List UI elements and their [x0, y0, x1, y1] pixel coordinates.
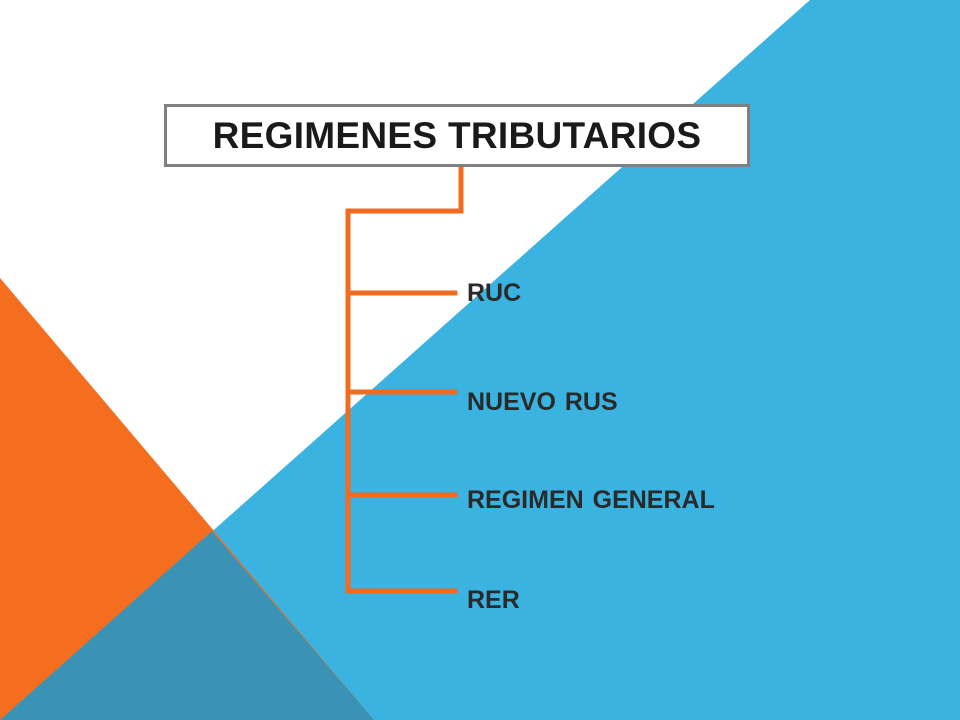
branch-label-regimen-general: REGIMEN GENERAL [467, 486, 715, 514]
branch-label-nuevo-rus: NUEVO RUS [467, 388, 618, 416]
title-box: REGIMENES TRIBUTARIOS [164, 104, 750, 167]
overlap-triangle [0, 531, 374, 720]
branch-label-rer: RER [467, 586, 520, 614]
branch-label-ruc: RUC [467, 279, 522, 307]
orange-triangle [0, 278, 374, 720]
diagram-title: REGIMENES TRIBUTARIOS [212, 114, 702, 156]
